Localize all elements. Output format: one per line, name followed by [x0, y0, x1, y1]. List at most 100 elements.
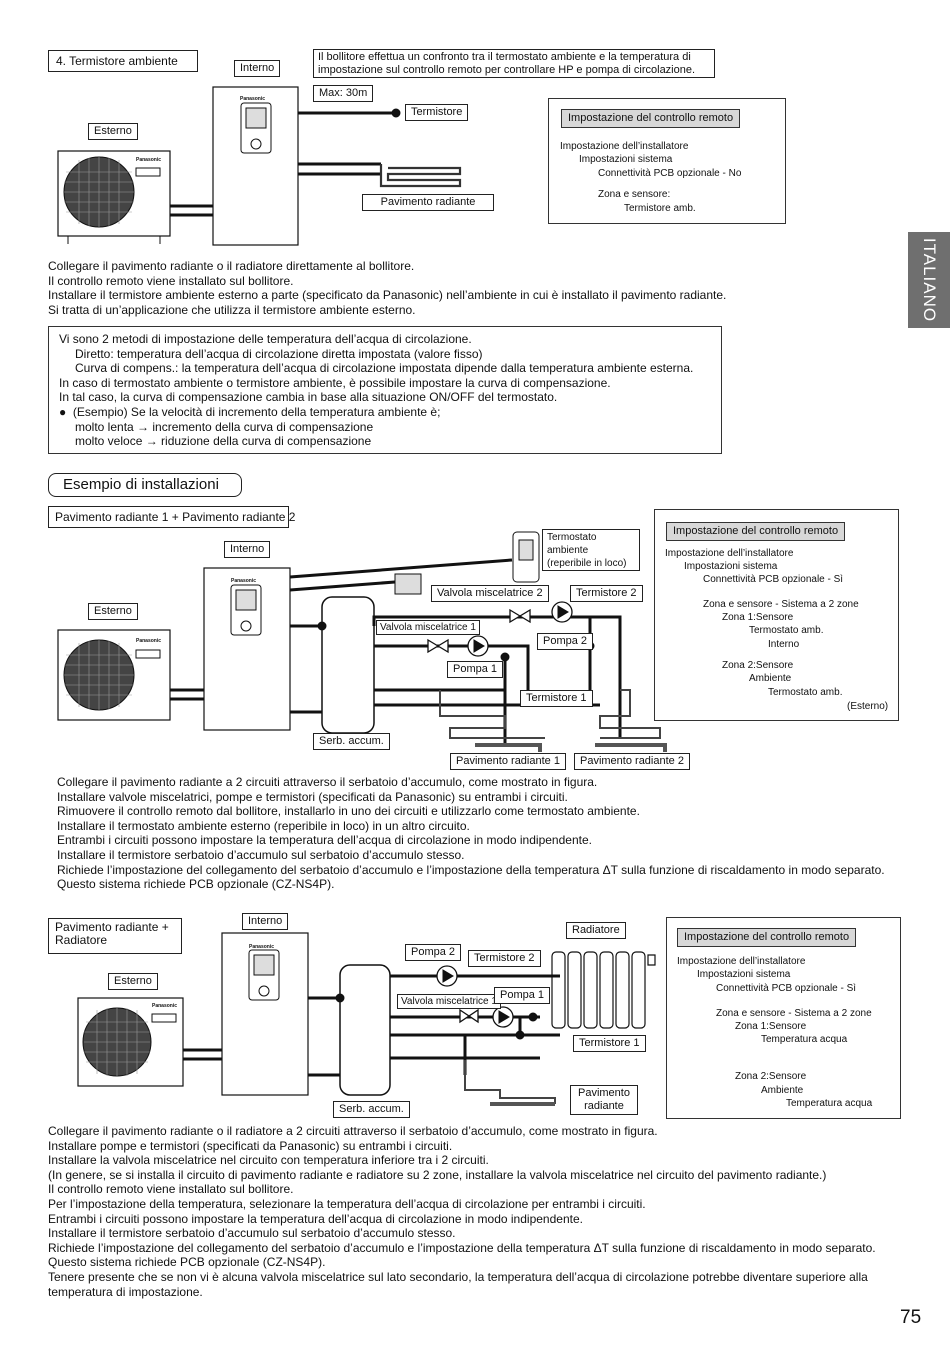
remote-line: Termostato amb.: [768, 687, 843, 698]
remote-line: Zona 1:Sensore: [722, 612, 794, 623]
termostato-line: (reperibile in loco): [547, 558, 627, 569]
ex2-valvola1-label: Valvola miscelatrice 1: [397, 994, 501, 1009]
remote-line: Impostazione dell’installatore: [677, 956, 806, 967]
example2-esterno-label: Esterno: [108, 973, 158, 990]
remote-line: Zona 2:Sensore: [735, 1071, 807, 1082]
text-line: Installare il termostato ambiente estern…: [57, 818, 470, 833]
text-line: (In genere, se si installa il circuito d…: [48, 1167, 827, 1182]
remote-line: Zona e sensore - Sistema a 2 zone: [703, 599, 859, 610]
pav1-label: Pavimento radiante 1: [450, 753, 566, 770]
info-line: molto lenta → incremento della curva di …: [75, 419, 374, 434]
text-line: Richiede l’impostazione del collegamento…: [48, 1240, 876, 1255]
section1-interno-label: Interno: [234, 60, 281, 77]
remote-line: Impostazioni sistema: [697, 969, 791, 980]
remote-settings-box-3: Impostazione del controllo remoto Impost…: [666, 917, 901, 1119]
pompa2-label: Pompa 2: [537, 633, 594, 650]
panasonic-logo: Panasonic: [231, 578, 257, 584]
text-line: Entrambi i circuiti possono impostare la…: [57, 833, 592, 848]
panasonic-logo: Panasonic: [240, 96, 266, 102]
example1-title: Pavimento radiante 1 + Pavimento radiant…: [48, 506, 295, 528]
text-line: Richiede l’impostazione del collegamento…: [57, 862, 885, 877]
remote-line: Temperatura acqua: [786, 1098, 873, 1109]
example2-interno-label: Interno: [242, 913, 289, 930]
text-line: Installare il termistore serbatoio d’acc…: [57, 847, 465, 862]
text-line: Questo sistema richiede PCB opzionale (C…: [48, 1255, 326, 1270]
example1-interno-label: Interno: [224, 541, 271, 558]
termistore1-label: Termistore 1: [520, 690, 593, 707]
remote-line: Connettività PCB opzionale - No: [598, 168, 742, 179]
info-line: In caso di termostato ambiente o termist…: [59, 375, 611, 390]
remote-settings-box-2: Impostazione del controllo remoto Impost…: [654, 509, 899, 721]
remote-line: Connettività PCB opzionale - Sì: [716, 983, 857, 994]
panasonic-logo: Panasonic: [136, 638, 162, 644]
example2-title: Pavimento radiante + Radiatore: [48, 918, 182, 954]
remote-line: Zona e sensore - Sistema a 2 zone: [716, 1008, 872, 1019]
note-line: Il bollitore effettua un confronto tra i…: [318, 51, 691, 63]
remote-line: Zona e sensore:: [598, 189, 671, 200]
remote-line: Impostazione dell’installatore: [665, 548, 794, 559]
remote-settings-box-1: Impostazione del controllo remoto Impost…: [548, 98, 786, 224]
remote-line: Ambiente: [761, 1085, 804, 1096]
pompa1-label: Pompa 1: [447, 661, 504, 678]
ex2-termistore1-label: Termistore 1: [573, 1035, 646, 1052]
text-line: Installare il termistore ambiente estern…: [48, 288, 727, 303]
remote-line: Interno: [768, 639, 800, 650]
remote-line: Zona 2:Sensore: [722, 660, 794, 671]
info-line: Diretto: temperatura dell’acqua di circo…: [75, 346, 483, 361]
outdoor-unit-1: [57, 150, 171, 237]
termistore2-label: Termistore 2: [570, 585, 643, 602]
text-line: Per l’impostazione della temperatura, se…: [48, 1196, 646, 1211]
info-line: Vi sono 2 metodi di impostazione delle t…: [59, 332, 472, 346]
example2-text: Collegare il pavimento radiante o il rad…: [48, 1124, 876, 1299]
section-title: Esempio di installazioni: [48, 473, 242, 497]
text-line: Si tratta di un’applicazione che utilizz…: [48, 302, 416, 317]
panasonic-logo: Panasonic: [249, 944, 275, 950]
note-line: impostazione sul controllo remoto per co…: [318, 64, 696, 76]
info-line: molto veloce → riduzione della curva di …: [75, 434, 372, 449]
ex2-pavimento-label: Pavimento radiante: [570, 1085, 638, 1115]
remote-line: Ambiente: [749, 673, 792, 684]
remote-line: Zona 1:Sensore: [735, 1021, 807, 1032]
pavimento-line: radiante: [584, 1100, 624, 1112]
text-line: Collegare il pavimento radiante o il rad…: [48, 1124, 658, 1138]
remote-settings-header: Impostazione del controllo remoto: [677, 928, 857, 948]
text-line: Installare valvole miscelatrici, pompe e…: [57, 789, 568, 804]
indoor-unit-1: [212, 86, 299, 246]
ex2-termistore2-label: Termistore 2: [468, 950, 541, 967]
panasonic-logo: Panasonic: [152, 1003, 178, 1009]
bullet-icon: ●: [59, 404, 73, 419]
text-line: Installare il termistore serbatoio d’acc…: [48, 1226, 456, 1241]
text-line: Questo sistema richiede PCB opzionale (C…: [57, 877, 335, 892]
pavimento-label: Pavimento radiante: [362, 194, 494, 211]
termostato-line: Termostato: [547, 532, 597, 543]
remote-settings-header: Impostazione del controllo remoto: [561, 109, 741, 129]
ex2-pompa1-label: Pompa 1: [494, 987, 551, 1004]
max-length-label: Max: 30m: [313, 85, 374, 102]
valvola2-label: Valvola miscelatrice 2: [431, 585, 549, 602]
language-tab: ITALIANO: [908, 232, 950, 328]
info-line: Curva di compens.: la temperatura dell’a…: [75, 361, 694, 376]
text-line: Il controllo remoto viene installato sul…: [48, 1182, 294, 1197]
text-line: Entrambi i circuiti possono impostare la…: [48, 1211, 583, 1226]
text-line: Installare la valvola miscelatrice nel c…: [48, 1153, 489, 1168]
remote-line: Impostazioni sistema: [684, 561, 778, 572]
remote-line: Connettività PCB opzionale - Sì: [703, 574, 844, 585]
valvola1-label: Valvola miscelatrice 1: [376, 620, 480, 635]
title-line: Pavimento radiante +: [55, 920, 169, 934]
text-line: Installare pompe e termistori (specifica…: [48, 1138, 453, 1153]
section1-text: Collegare il pavimento radiante o il rad…: [48, 259, 726, 317]
panasonic-logo: Panasonic: [136, 157, 162, 163]
remote-line: Impostazione dell’installatore: [560, 141, 689, 152]
example1-text: Collegare il pavimento radiante a 2 circ…: [57, 775, 885, 892]
termistore-label: Termistore: [405, 104, 469, 121]
text-line: Collegare il pavimento radiante a 2 circ…: [57, 775, 598, 789]
termostato-label: Termostato ambiente (reperibile in loco): [542, 529, 640, 571]
info-line: In tal caso, la curva di compensazione c…: [59, 390, 558, 405]
section1-title: 4. Termistore ambiente: [48, 50, 198, 72]
radiatore-label: Radiatore: [566, 922, 626, 939]
ex2-pompa2-label: Pompa 2: [405, 944, 462, 961]
title-line: Radiatore: [55, 933, 108, 947]
remote-settings-header: Impostazione del controllo remoto: [666, 522, 846, 542]
pavimento-line: Pavimento: [578, 1087, 630, 1099]
text-line: temperatura di impostazione.: [48, 1284, 203, 1299]
